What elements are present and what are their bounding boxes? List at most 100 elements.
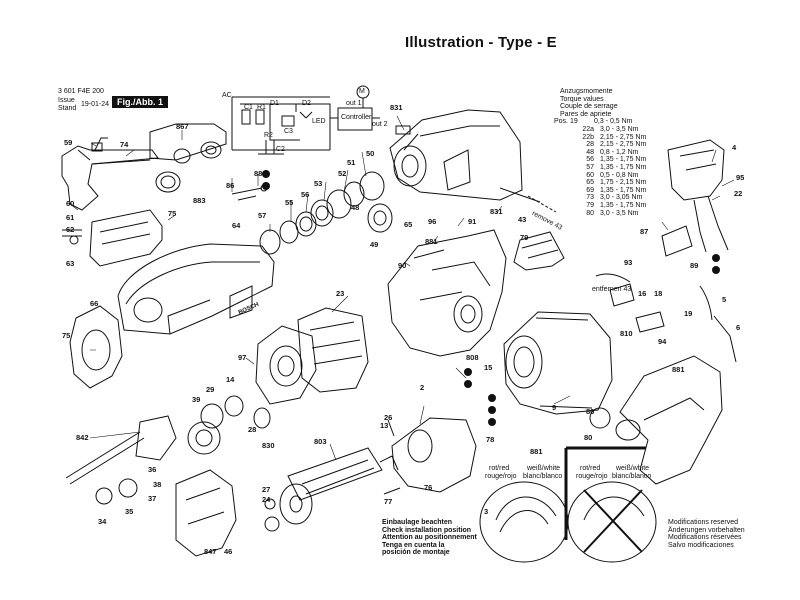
part-label: 53 <box>314 179 322 188</box>
part-label: 60 <box>66 199 74 208</box>
part-label: 49 <box>370 240 378 249</box>
torque-row: 22b 2,15 - 2,75 Nm <box>560 134 672 142</box>
bearings-seals <box>259 171 393 255</box>
part-label: 37 <box>148 494 156 503</box>
torque-value: 0,8 - 1,2 Nm <box>600 148 639 156</box>
part-label: 80 <box>584 433 592 442</box>
position-markers <box>262 170 720 426</box>
leader-lines <box>69 115 735 461</box>
issue-date: 19-01-24 <box>81 101 110 108</box>
torque-pos: 80 <box>586 209 594 217</box>
part-label: 48 <box>351 203 359 212</box>
install-note-de: Einbaulage beachten <box>382 519 453 526</box>
part-label: 80 <box>586 407 594 416</box>
torque-value: 1,75 - 2,15 Nm <box>600 179 647 187</box>
part-label: 23 <box>336 289 344 298</box>
part-label: 55 <box>285 198 293 207</box>
stator-808 <box>503 311 613 415</box>
part-label: 74 <box>120 140 129 149</box>
torque-pos: 56 <box>586 156 594 164</box>
circuit-c3: C3 <box>284 128 293 135</box>
torque-value: 0,5 - 0,8 Nm <box>600 171 639 179</box>
part-label: 64 <box>232 221 241 230</box>
part-label: 78 <box>486 435 494 444</box>
torque-title-es: Pares de apriete <box>560 110 612 118</box>
part-label: 2 <box>420 383 424 392</box>
torque-pos: 28 <box>586 141 594 149</box>
part-number: 3 601 F4E 200 <box>58 88 104 95</box>
circuit-d2: D2 <box>302 100 311 107</box>
part-label: 803 <box>314 437 327 446</box>
part-label: 94 <box>658 337 667 346</box>
part-label: 881 <box>672 365 685 374</box>
torque-pos: Pos. 19 <box>554 118 578 126</box>
circuit-ac: AC <box>222 92 232 99</box>
motor-housing-881 <box>387 229 565 357</box>
part-label: 27 <box>262 485 270 494</box>
circuit-out2: out 2 <box>372 121 388 128</box>
part-label: 9 <box>552 403 556 412</box>
circuit-c1: C1 <box>244 104 253 111</box>
part-label: 51 <box>347 158 355 167</box>
torque-pos: 73 <box>586 194 594 202</box>
part-label: 4 <box>732 143 737 152</box>
part-label: 96 <box>428 217 436 226</box>
modifications-note: Modifications reserved Änderungen vorbeh… <box>668 519 745 549</box>
switch-handle-parts <box>61 123 268 267</box>
torque-row: 56 1,35 - 1,75 Nm <box>560 156 672 164</box>
part-label: 75 <box>168 209 176 218</box>
part-label: 35 <box>125 507 133 516</box>
part-label: 18 <box>654 289 662 298</box>
circuit-r2: R2 <box>264 132 273 139</box>
torque-pos: 69 <box>586 186 594 194</box>
torque-pos: 22b <box>582 133 594 141</box>
wire-white-label-1: weiß/white <box>527 465 561 472</box>
part-label: 50 <box>366 149 374 158</box>
torque-value: 1,35 - 1,75 Nm <box>600 156 647 164</box>
circuit-led: LED <box>312 118 326 125</box>
part-label: 14 <box>226 375 235 384</box>
part-label: 77 <box>384 497 392 506</box>
part-label: 34 <box>98 517 107 526</box>
torque-value: 1,35 - 1,75 Nm <box>600 201 647 209</box>
part-label: 52 <box>338 169 346 178</box>
part-label: 39 <box>192 395 200 404</box>
part-label: 831 <box>490 207 503 216</box>
part-label: 86 <box>226 181 234 190</box>
part-label: 847 <box>204 547 217 556</box>
part-label: 61 <box>66 213 74 222</box>
part-label: 24 <box>262 495 271 504</box>
part-label: 22 <box>734 189 742 198</box>
torque-table: Anzugsmomente Torque values Couple de se… <box>554 88 672 217</box>
figure-tag: Fig./Abb. 1 <box>112 96 168 108</box>
part-label: 38 <box>153 480 161 489</box>
part-label: 16 <box>638 289 646 298</box>
torque-pos: 60 <box>586 171 594 179</box>
wire-rouge-label-1: rouge/rojo <box>485 473 517 480</box>
part-label: 63 <box>66 259 74 268</box>
middle-parts <box>69 305 369 429</box>
part-label: 5 <box>722 295 726 304</box>
circuit-r1: R1 <box>257 104 266 111</box>
part-label: 36 <box>148 465 156 474</box>
part-label: 28 <box>248 425 256 434</box>
part-label: 842 <box>76 433 89 442</box>
rear-handle-881 <box>589 355 723 485</box>
torque-value: 2,15 - 2,75 Nm <box>600 133 647 141</box>
circuit-c2: C2 <box>276 146 285 153</box>
switch-module <box>595 139 737 363</box>
part-label: 66 <box>90 299 98 308</box>
part-label: 881 <box>530 447 543 456</box>
wire-blanc-label-1: blanc/blanco <box>523 473 563 480</box>
crank-plunger <box>65 415 237 557</box>
modifications-en: Änderungen vorbehalten <box>668 526 745 534</box>
install-note-es-1: Tenga en cuenta la <box>382 541 445 549</box>
